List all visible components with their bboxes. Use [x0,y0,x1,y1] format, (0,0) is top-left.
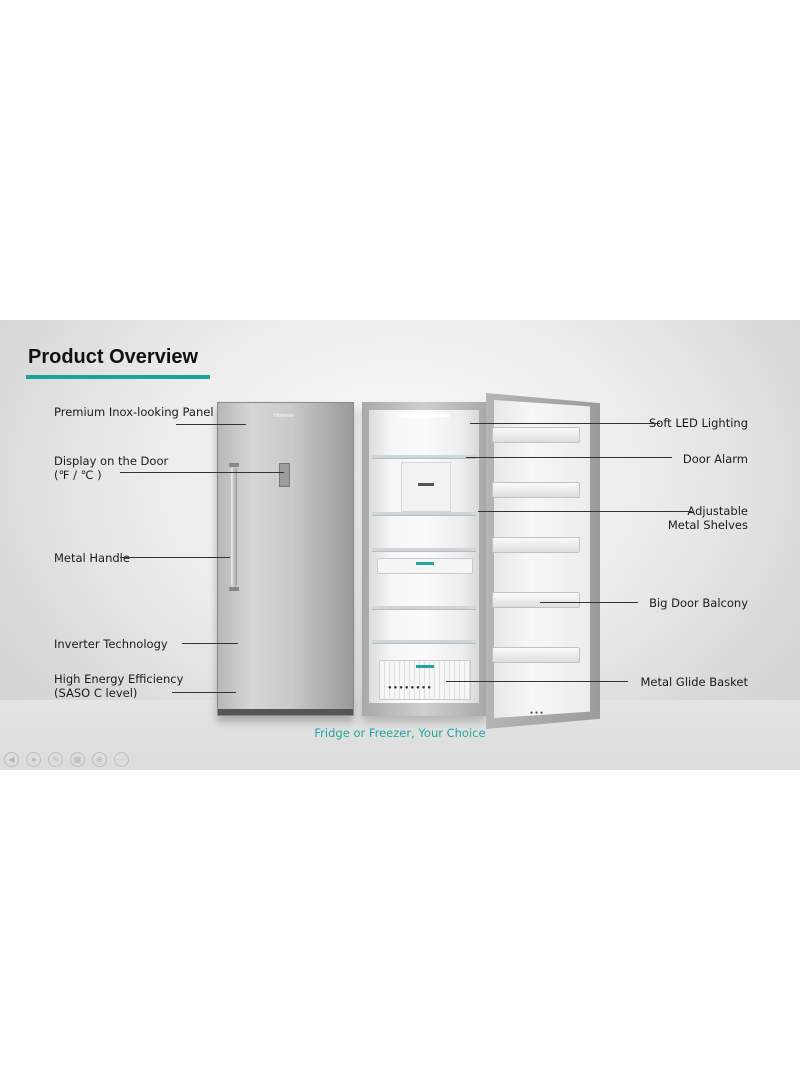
label-line: (℉ / ℃ ) [54,468,102,482]
basket-pattern: ●●●●●●●● [388,685,433,691]
leader-line [470,423,660,424]
more-icon[interactable]: ⋯ [114,752,129,767]
fridge-cavity: ●●●●●●●● [369,410,479,703]
label-line: Metal Shelves [667,518,748,532]
label-line: Adjustable [687,504,748,518]
handle-cap-bottom [229,587,239,591]
door-balcony [492,537,580,553]
door-alarm-unit [401,462,451,512]
label-line: Door Alarm [682,452,748,466]
label-led-lighting: Soft LED Lighting [649,416,748,430]
door-liner [494,400,590,718]
shelf [372,455,476,459]
label-premium-panel: Premium Inox-looking Panel [54,405,214,419]
label-metal-handle: Metal Handle [54,551,130,565]
door-balcony [492,592,580,608]
play-icon[interactable]: ● [26,752,41,767]
door-balcony [492,482,580,498]
label-line: Big Door Balcony [649,596,748,610]
label-line: Metal Handle [54,551,130,565]
alarm-mark [418,483,434,486]
door-display [279,463,290,487]
shelf [372,548,476,552]
title-underline [26,375,210,379]
basket-mark [416,665,434,668]
label-door-balcony: Big Door Balcony [649,596,748,610]
leader-line [466,457,672,458]
handle-cap-top [229,463,239,467]
label-line: (SASO C level) [54,686,138,700]
zoom-icon[interactable]: ⊕ [92,752,107,767]
shelf [372,640,476,644]
label-door-alarm: Door Alarm [683,452,748,466]
glide-basket: ●●●●●●●● [379,660,471,700]
door-balcony [492,427,580,443]
label-line: High Energy Efficiency [54,672,184,686]
label-line: Inverter Technology [54,637,168,651]
grid-icon[interactable]: ▦ [70,752,85,767]
leader-line [446,681,628,682]
door-balcony [492,647,580,663]
open-fridge-image: ●●●●●●●● [362,402,486,716]
label-metal-shelves: Adjustable Metal Shelves [668,504,748,532]
slide-caption: Fridge or Freezer, Your Choice [314,726,486,740]
label-line: Display on the Door [54,454,169,468]
led-light [399,414,449,417]
shelf [372,606,476,610]
label-line: Premium Inox-looking Panel [54,405,214,419]
door-indicator: ●●● [530,710,546,716]
product-slide: Product Overview Hisense ●●●●●●●● [0,320,800,770]
drawer [377,558,473,574]
leader-line [478,511,692,512]
drawer-mark [416,562,434,565]
pen-icon[interactable]: ✎ [48,752,63,767]
leader-line [172,692,236,693]
label-glide-basket: Metal Glide Basket [641,675,749,689]
metal-handle [231,467,237,587]
label-door-display: Display on the Door (℉ / ℃ ) [54,454,168,482]
label-inverter: Inverter Technology [54,637,168,651]
leader-line [182,643,238,644]
leader-line [120,557,230,558]
label-energy: High Energy Efficiency (SASO C level) [54,672,183,700]
slide-title: Product Overview [28,346,199,368]
leader-line [540,602,638,603]
leader-line [176,424,246,425]
label-line: Soft LED Lighting [648,416,748,430]
label-line: Metal Glide Basket [640,675,749,689]
base-strip [218,709,353,715]
shelf [372,512,476,516]
closed-fridge-image: Hisense [217,402,354,716]
leader-line [120,472,284,473]
prev-icon[interactable]: ◀ [4,752,19,767]
brand-logo: Hisense [274,413,295,419]
